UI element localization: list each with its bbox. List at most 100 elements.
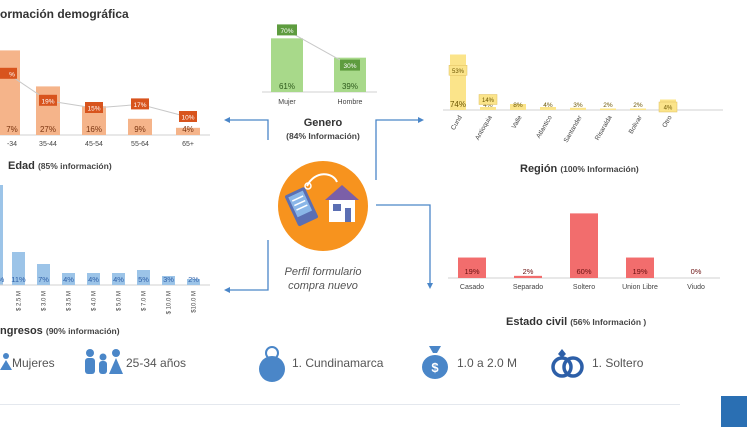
genero-badge-label-1: 30% — [343, 63, 356, 70]
ingresos-category-3: $ 4.0 M — [92, 291, 98, 311]
arrow-down — [427, 283, 433, 289]
edad-title: Edad (85% información) — [8, 160, 112, 172]
corner-block — [721, 396, 747, 427]
genero-badge-1 — [340, 59, 360, 71]
house-icon — [329, 198, 355, 222]
ingresos-value-label-6: 3% — [163, 275, 174, 284]
region-value-label-1: 4% — [483, 102, 493, 109]
estado-civil-bar-0 — [458, 257, 486, 278]
genero-value-label-0: 61% — [279, 82, 295, 91]
ingresos-category-7: $10.0 M — [192, 291, 198, 313]
ingresos-chart: %11%$ 2.5 M7%$ 3.0 M4%$ 3.5 M4%$ 4.0 M4%… — [0, 185, 210, 314]
ingresos-bar-7 — [187, 279, 200, 285]
region-value-label-0: 74% — [450, 100, 466, 109]
region-value-label-4: 3% — [573, 102, 583, 109]
estado-civil-category-2: Soltero — [573, 284, 595, 291]
region-badge-2 — [658, 101, 678, 113]
edad-badge-label-1: 19% — [41, 98, 54, 105]
region-bar-4 — [570, 107, 586, 110]
region-bar-2 — [510, 104, 526, 110]
ingresos-partial-label: % — [0, 275, 5, 284]
svg-text:$: $ — [431, 360, 439, 375]
ingresos-bar-0 — [12, 252, 25, 285]
connector-edad — [227, 119, 269, 140]
female-icon — [0, 353, 12, 370]
ingresos-value-label-0: 11% — [11, 275, 26, 284]
ingresos-category-5: $ 7.0 M — [142, 291, 148, 311]
edad-badge-4 — [179, 111, 197, 122]
edad-bar-4 — [176, 127, 200, 135]
ingresos-title: ngresos (90% información) — [0, 325, 120, 337]
form-document-icon — [284, 187, 318, 227]
ingresos-bar-3 — [87, 273, 100, 285]
edad-badge-1 — [39, 94, 57, 106]
edad-category-1: 35-44 — [39, 141, 57, 148]
edad-chart: 7%-3427%35-4416%45-549%55-644%65+%19%15%… — [0, 50, 210, 148]
family-icon — [85, 349, 123, 374]
edad-category-4: 65+ — [182, 141, 194, 148]
estado-civil-category-0: Casado — [460, 284, 484, 291]
region-badge-1 — [478, 94, 498, 105]
region-badge-label-1: 14% — [482, 98, 495, 104]
ingresos-partial-bar — [0, 185, 3, 285]
edad-value-label-1: 27% — [40, 125, 56, 134]
region-value-label-6: 2% — [633, 102, 643, 109]
estado-civil-value-label-1: 2% — [523, 267, 534, 276]
house-roof-icon — [325, 185, 359, 200]
ingresos-bar-4 — [112, 273, 125, 285]
genero-badge-0 — [277, 24, 297, 36]
edad-bar-1 — [36, 86, 60, 135]
money-bag-icon: $ — [422, 346, 448, 379]
connector-estado-civil — [376, 204, 431, 285]
estado-civil-category-4: Viudo — [687, 284, 705, 291]
arrow-left-top — [224, 117, 230, 123]
region-value-label-3: 4% — [543, 102, 553, 109]
ingresos-value-label-7: 2% — [188, 275, 199, 284]
ingresos-bar-5 — [137, 270, 150, 285]
center-illustration — [278, 161, 368, 251]
map-pin-icon — [259, 346, 285, 382]
rings-icon — [551, 349, 584, 378]
genero-value-label-1: 39% — [342, 82, 358, 91]
region-badge-label-2: 4% — [664, 106, 673, 112]
arrow-right-top — [418, 117, 424, 123]
estado-civil-category-3: Union Libre — [622, 284, 658, 291]
genero-category-0: Mujer — [278, 99, 296, 106]
region-chart: 74%Cund4%Antioquia8%Valle4%Atlantico3%Sa… — [443, 54, 723, 144]
ingresos-value-label-3: 4% — [88, 275, 99, 284]
edad-value-label-0: 7% — [6, 125, 18, 134]
genero-badge-label-0: 70% — [280, 28, 293, 35]
ingresos-category-6: $ 10.0 M — [167, 291, 173, 314]
edad-value-label-3: 9% — [134, 125, 146, 134]
genero-category-1: Hombre — [338, 99, 363, 106]
genero-chart: 61% Mujer 39% Hombre 70% 30% — [262, 24, 377, 106]
estado-civil-bar-3 — [626, 257, 654, 278]
edad-value-label-4: 4% — [182, 125, 194, 134]
estado-civil-value-label-3: 19% — [632, 267, 647, 276]
edad-badge-label-0: % — [9, 71, 15, 78]
page-title: ormación demográfica — [0, 7, 129, 21]
arrow-left-bottom — [224, 287, 230, 293]
estado-civil-bar-2 — [570, 213, 598, 278]
connector-region — [375, 119, 420, 180]
ingresos-category-4: $ 5.0 M — [117, 291, 123, 311]
edad-badge-label-4: 10% — [181, 115, 194, 122]
ingresos-category-0: $ 2.5 M — [17, 291, 23, 311]
edad-bar-3 — [128, 118, 152, 135]
estado-civil-value-label-0: 19% — [464, 267, 479, 276]
genero-trend-line — [286, 29, 351, 67]
region-badge-0 — [448, 65, 468, 76]
ingresos-bar-2 — [62, 273, 75, 285]
region-bar-5 — [600, 108, 616, 110]
region-bar-3 — [540, 107, 556, 110]
edad-category-3: 55-64 — [131, 141, 149, 148]
estado-civil-value-label-4: 0% — [691, 267, 702, 276]
ingresos-value-label-4: 4% — [113, 275, 124, 284]
region-bar-6 — [630, 108, 646, 110]
edad-badge-3 — [131, 98, 149, 110]
center-circle — [278, 161, 368, 251]
ingresos-bar-6 — [162, 276, 175, 285]
region-badge-label-0: 53% — [452, 69, 465, 75]
